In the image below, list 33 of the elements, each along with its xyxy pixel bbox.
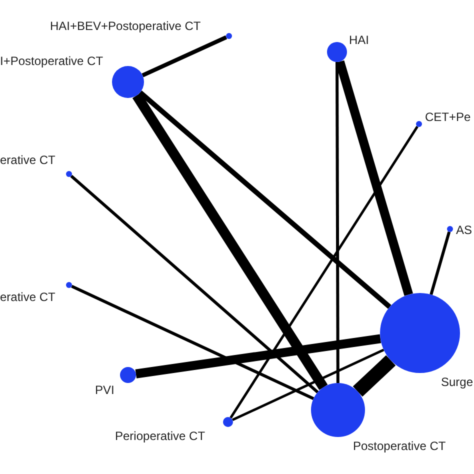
network-edge (232, 348, 384, 422)
treatment-node (327, 42, 347, 62)
node-label: erative CT (0, 152, 56, 168)
node-label: Postoperative CT (353, 438, 446, 454)
network-edge (336, 60, 413, 296)
treatment-node (311, 383, 365, 437)
treatment-node (66, 171, 72, 177)
network-edge (230, 126, 418, 418)
network-edge (142, 35, 228, 78)
network-edge (71, 284, 314, 400)
node-label: HAI+BEV+Postoperative CT (50, 18, 201, 34)
node-label: CET+Pe (425, 109, 471, 125)
node-label: Perioperative CT (115, 428, 206, 444)
treatment-node (226, 33, 232, 39)
network-edge (132, 92, 328, 390)
node-label: HAI (349, 32, 370, 48)
network-edge (138, 90, 392, 309)
network-edge (352, 355, 396, 397)
treatment-node (416, 121, 422, 127)
node-label: erative CT (0, 289, 56, 305)
treatment-node (112, 66, 144, 98)
treatment-node (66, 282, 72, 288)
treatment-node (120, 367, 136, 383)
node-label: Surge (441, 374, 474, 390)
treatment-node (223, 417, 233, 427)
node-label: I+Postoperative CT (0, 53, 104, 69)
network-edge (135, 334, 382, 378)
network-edge (70, 174, 319, 394)
treatment-node (447, 226, 453, 232)
network-edge (336, 62, 340, 383)
node-label: PVI (95, 382, 114, 398)
network-edge (430, 231, 451, 295)
node-label: AS (456, 222, 472, 238)
